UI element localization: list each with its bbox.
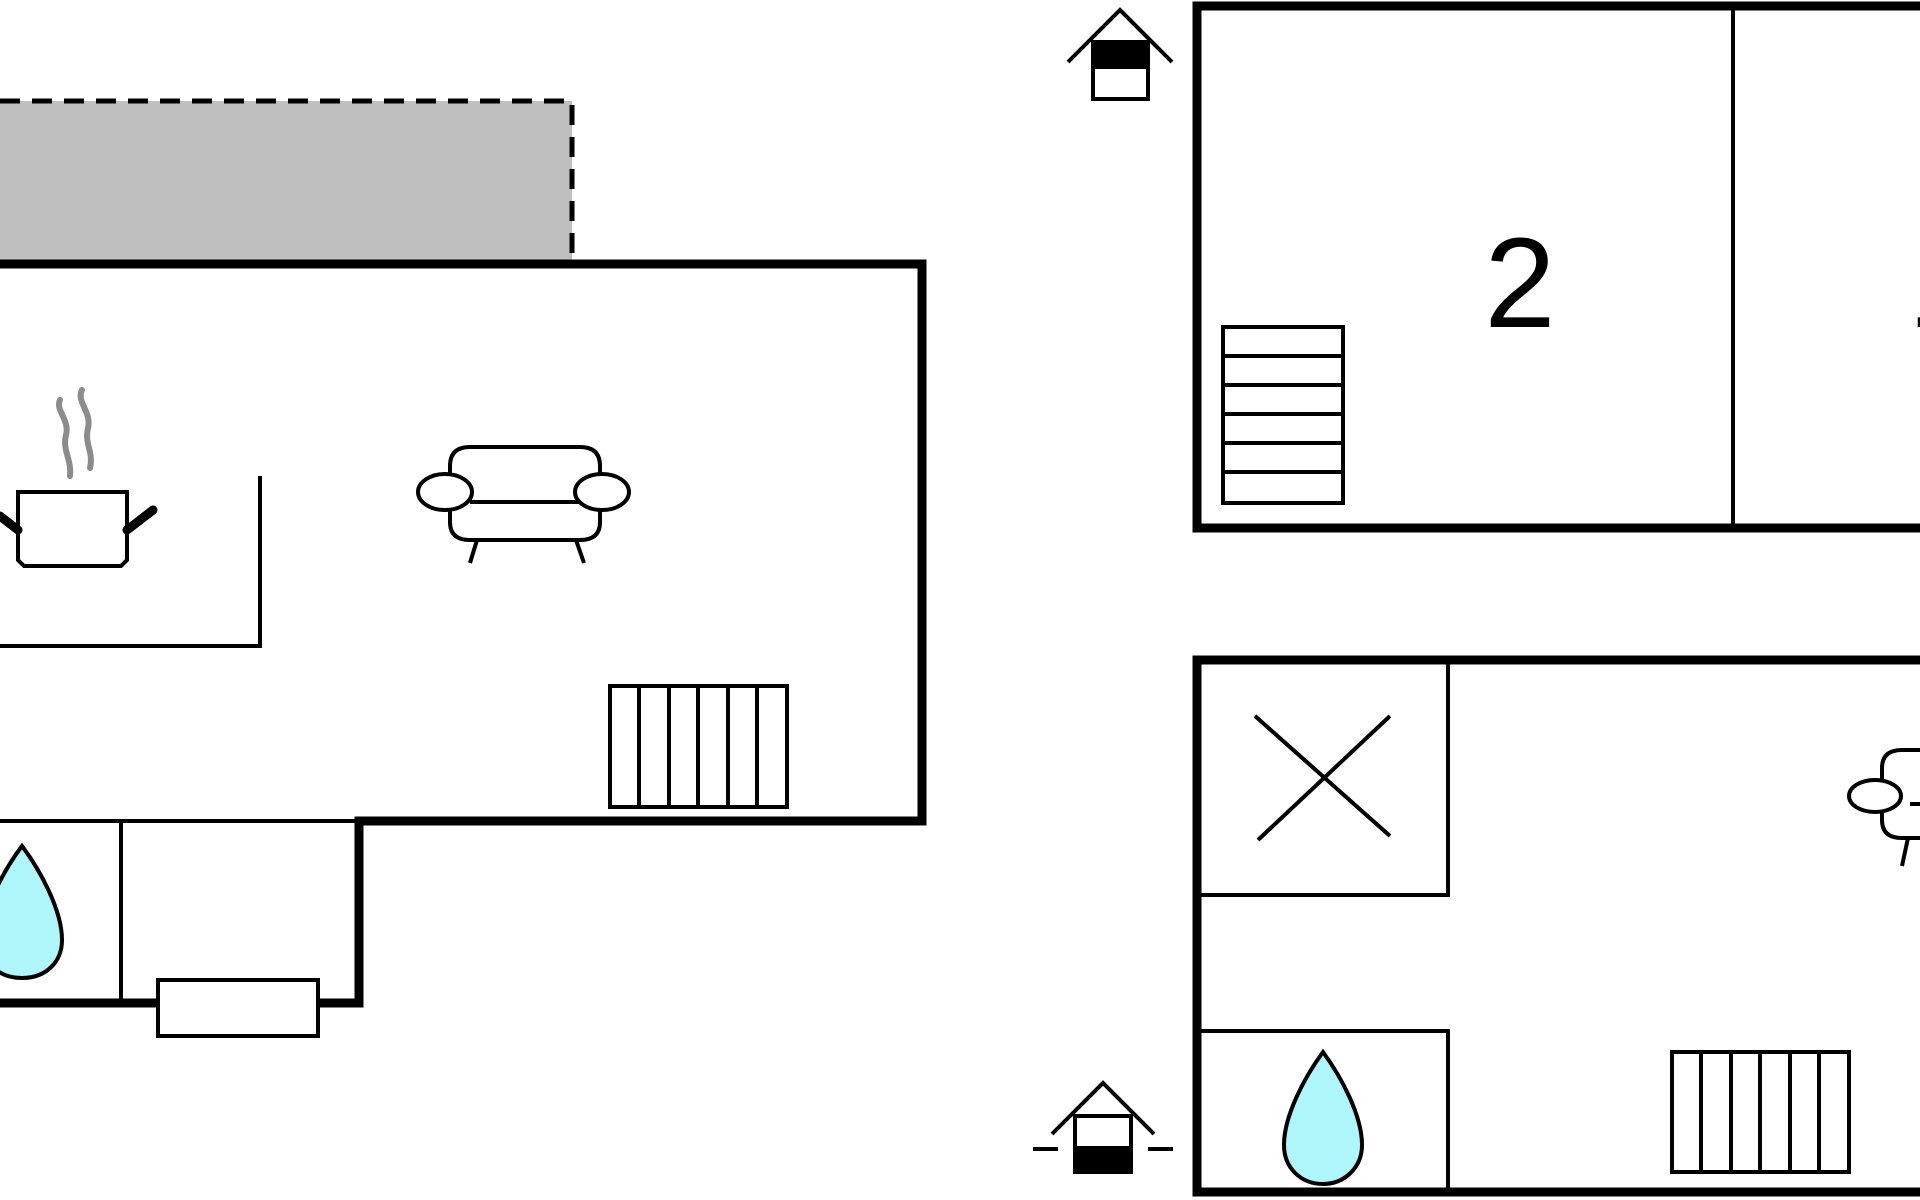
room-label-1: 1	[1908, 212, 1920, 355]
sofa-icon	[1847, 748, 1920, 867]
staircase-icon	[1221, 325, 1345, 505]
radiator-icon	[156, 978, 320, 1038]
radiator-icon	[608, 684, 789, 809]
entrance-house-icon	[1033, 1080, 1173, 1174]
cooking-pot-icon	[0, 387, 158, 568]
water-drop-icon	[0, 842, 65, 981]
lower-unit-inner-walls	[1201, 662, 1450, 1190]
terrace-area	[0, 98, 575, 263]
left-unit-inner-walls	[0, 476, 359, 1003]
room-label-2: 2	[1484, 212, 1555, 355]
closed-area-x-icon	[1253, 714, 1392, 842]
entrance-house-icon	[1066, 7, 1174, 101]
radiator-icon	[1670, 1050, 1851, 1174]
left-unit-walls	[0, 259, 927, 1008]
upper-unit-walls	[1192, 1, 1920, 533]
water-drop-icon	[1281, 1048, 1365, 1187]
sofa-icon	[416, 445, 631, 564]
lower-unit-walls	[1192, 655, 1920, 1197]
